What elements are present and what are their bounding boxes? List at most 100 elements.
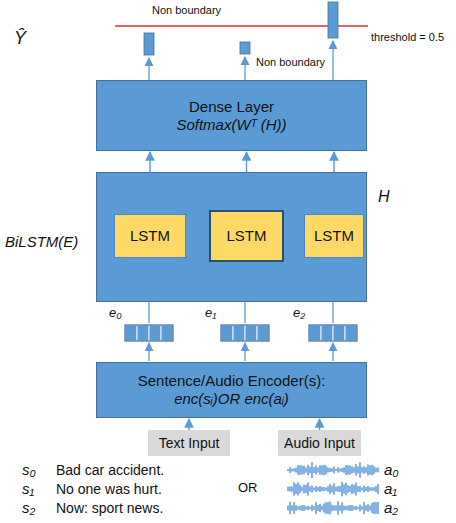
waveform-stroke <box>369 487 370 490</box>
waveform-stroke <box>289 467 290 473</box>
vector-cell <box>125 325 137 341</box>
waveform-stroke <box>323 487 324 491</box>
waveform-stroke <box>313 506 314 509</box>
waveform-stroke <box>327 502 328 513</box>
probability-bar <box>144 33 154 55</box>
vector-cell <box>221 325 233 341</box>
waveform-stroke <box>321 465 322 474</box>
box-text: Dense Layer <box>189 98 274 116</box>
waveform-stroke <box>307 465 308 476</box>
waveform-stroke <box>345 506 346 510</box>
dense-layer-box: Dense LayerSoftmax(Wᵀ (H)) <box>96 80 367 151</box>
box-text: Text Input <box>159 435 220 452</box>
waveform-stroke <box>293 502 294 513</box>
waveform-stroke <box>319 504 320 513</box>
waveform-stroke <box>305 506 306 509</box>
waveform-stroke <box>291 486 292 492</box>
waveform-stroke <box>315 486 316 492</box>
waveform-stroke <box>337 501 338 514</box>
waveform-stroke <box>353 506 354 509</box>
waveform-stroke <box>301 465 302 474</box>
embedding-symbol: e₀ <box>109 306 122 321</box>
waveform-stroke <box>365 505 366 511</box>
output-arrow <box>244 57 245 80</box>
encoder-box: Sentence/Audio Encoder(s):enc(sᵢ)OR enc(… <box>96 362 367 418</box>
waveform-stroke <box>325 466 326 475</box>
waveform-stroke <box>335 505 336 510</box>
connector-arrow <box>188 419 189 430</box>
waveform-stroke <box>345 483 346 495</box>
waveform-stroke <box>375 502 376 514</box>
waveform-stroke <box>299 506 300 511</box>
audio-symbol: a₁ <box>384 480 397 497</box>
waveform-stroke <box>309 486 310 491</box>
waveform-stroke <box>331 505 332 512</box>
waveform-stroke <box>333 483 334 494</box>
waveform-stroke <box>317 468 318 473</box>
box-text: LSTM <box>314 227 354 245</box>
vector-cell <box>245 325 257 341</box>
waveform-stroke <box>317 505 318 511</box>
box-text: Sentence/Audio Encoder(s): <box>138 372 326 390</box>
waveform-stroke <box>367 465 368 476</box>
vector-cell <box>333 325 345 341</box>
waveform-stroke <box>355 483 356 496</box>
waveform-stroke <box>377 468 378 473</box>
waveform-stroke <box>375 468 376 472</box>
waveform-stroke <box>361 467 362 472</box>
waveform-stroke <box>339 505 340 510</box>
waveform-stroke <box>329 484 330 494</box>
output-symbol: Ŷ <box>14 28 26 49</box>
sentence-text: Bad car accident. <box>56 462 164 478</box>
waveform-stroke <box>377 484 378 494</box>
probability-bar <box>240 42 250 54</box>
waveform-stroke <box>311 505 312 511</box>
waveform-stroke <box>325 502 326 514</box>
waveform-stroke <box>329 501 330 514</box>
waveform-stroke <box>293 482 294 496</box>
box-text: LSTM <box>226 227 266 245</box>
waveform-stroke <box>351 484 352 494</box>
waveform-stroke <box>357 507 358 510</box>
waveform-stroke <box>365 487 366 491</box>
encoder-arrow <box>244 343 245 361</box>
waveform-stroke <box>317 487 318 491</box>
waveform-stroke <box>343 506 344 511</box>
waveform-stroke <box>365 467 366 472</box>
vector-cell <box>149 325 161 341</box>
waveform-stroke <box>299 485 300 493</box>
waveform-stroke <box>355 506 356 510</box>
waveform-stroke <box>327 486 328 491</box>
waveform-stroke <box>377 502 378 514</box>
waveform-stroke <box>347 485 348 492</box>
waveform-stroke <box>319 465 320 475</box>
waveform-stroke <box>345 465 346 475</box>
waveform-stroke <box>349 505 350 511</box>
waveform-stroke <box>371 487 372 490</box>
waveform-stroke <box>303 466 304 474</box>
vector-cell <box>321 325 333 341</box>
waveform-stroke <box>367 486 368 492</box>
waveform-stroke <box>351 467 352 474</box>
hidden-state-symbol: H <box>378 188 390 206</box>
waveform-stroke <box>333 505 334 510</box>
box-text: Audio Input <box>284 435 355 452</box>
waveform-stroke <box>371 503 372 513</box>
sentence-symbol: s₀ <box>22 461 36 478</box>
waveform-stroke <box>321 487 322 491</box>
waveform-stroke <box>353 467 354 472</box>
waveform-stroke <box>293 469 294 472</box>
waveform-stroke <box>289 502 290 515</box>
waveform-stroke <box>305 468 306 473</box>
waveform-stroke <box>341 468 342 472</box>
connector-arrow <box>319 419 320 430</box>
waveform-stroke <box>363 486 364 493</box>
waveform-stroke <box>349 486 350 492</box>
waveform-stroke <box>321 506 322 510</box>
waveform-stroke <box>311 462 312 478</box>
vector-cell <box>161 325 173 341</box>
waveform-stroke <box>343 467 344 472</box>
vector-cell <box>345 325 357 341</box>
waveform-stroke <box>337 486 338 492</box>
waveform-stroke <box>307 506 308 511</box>
